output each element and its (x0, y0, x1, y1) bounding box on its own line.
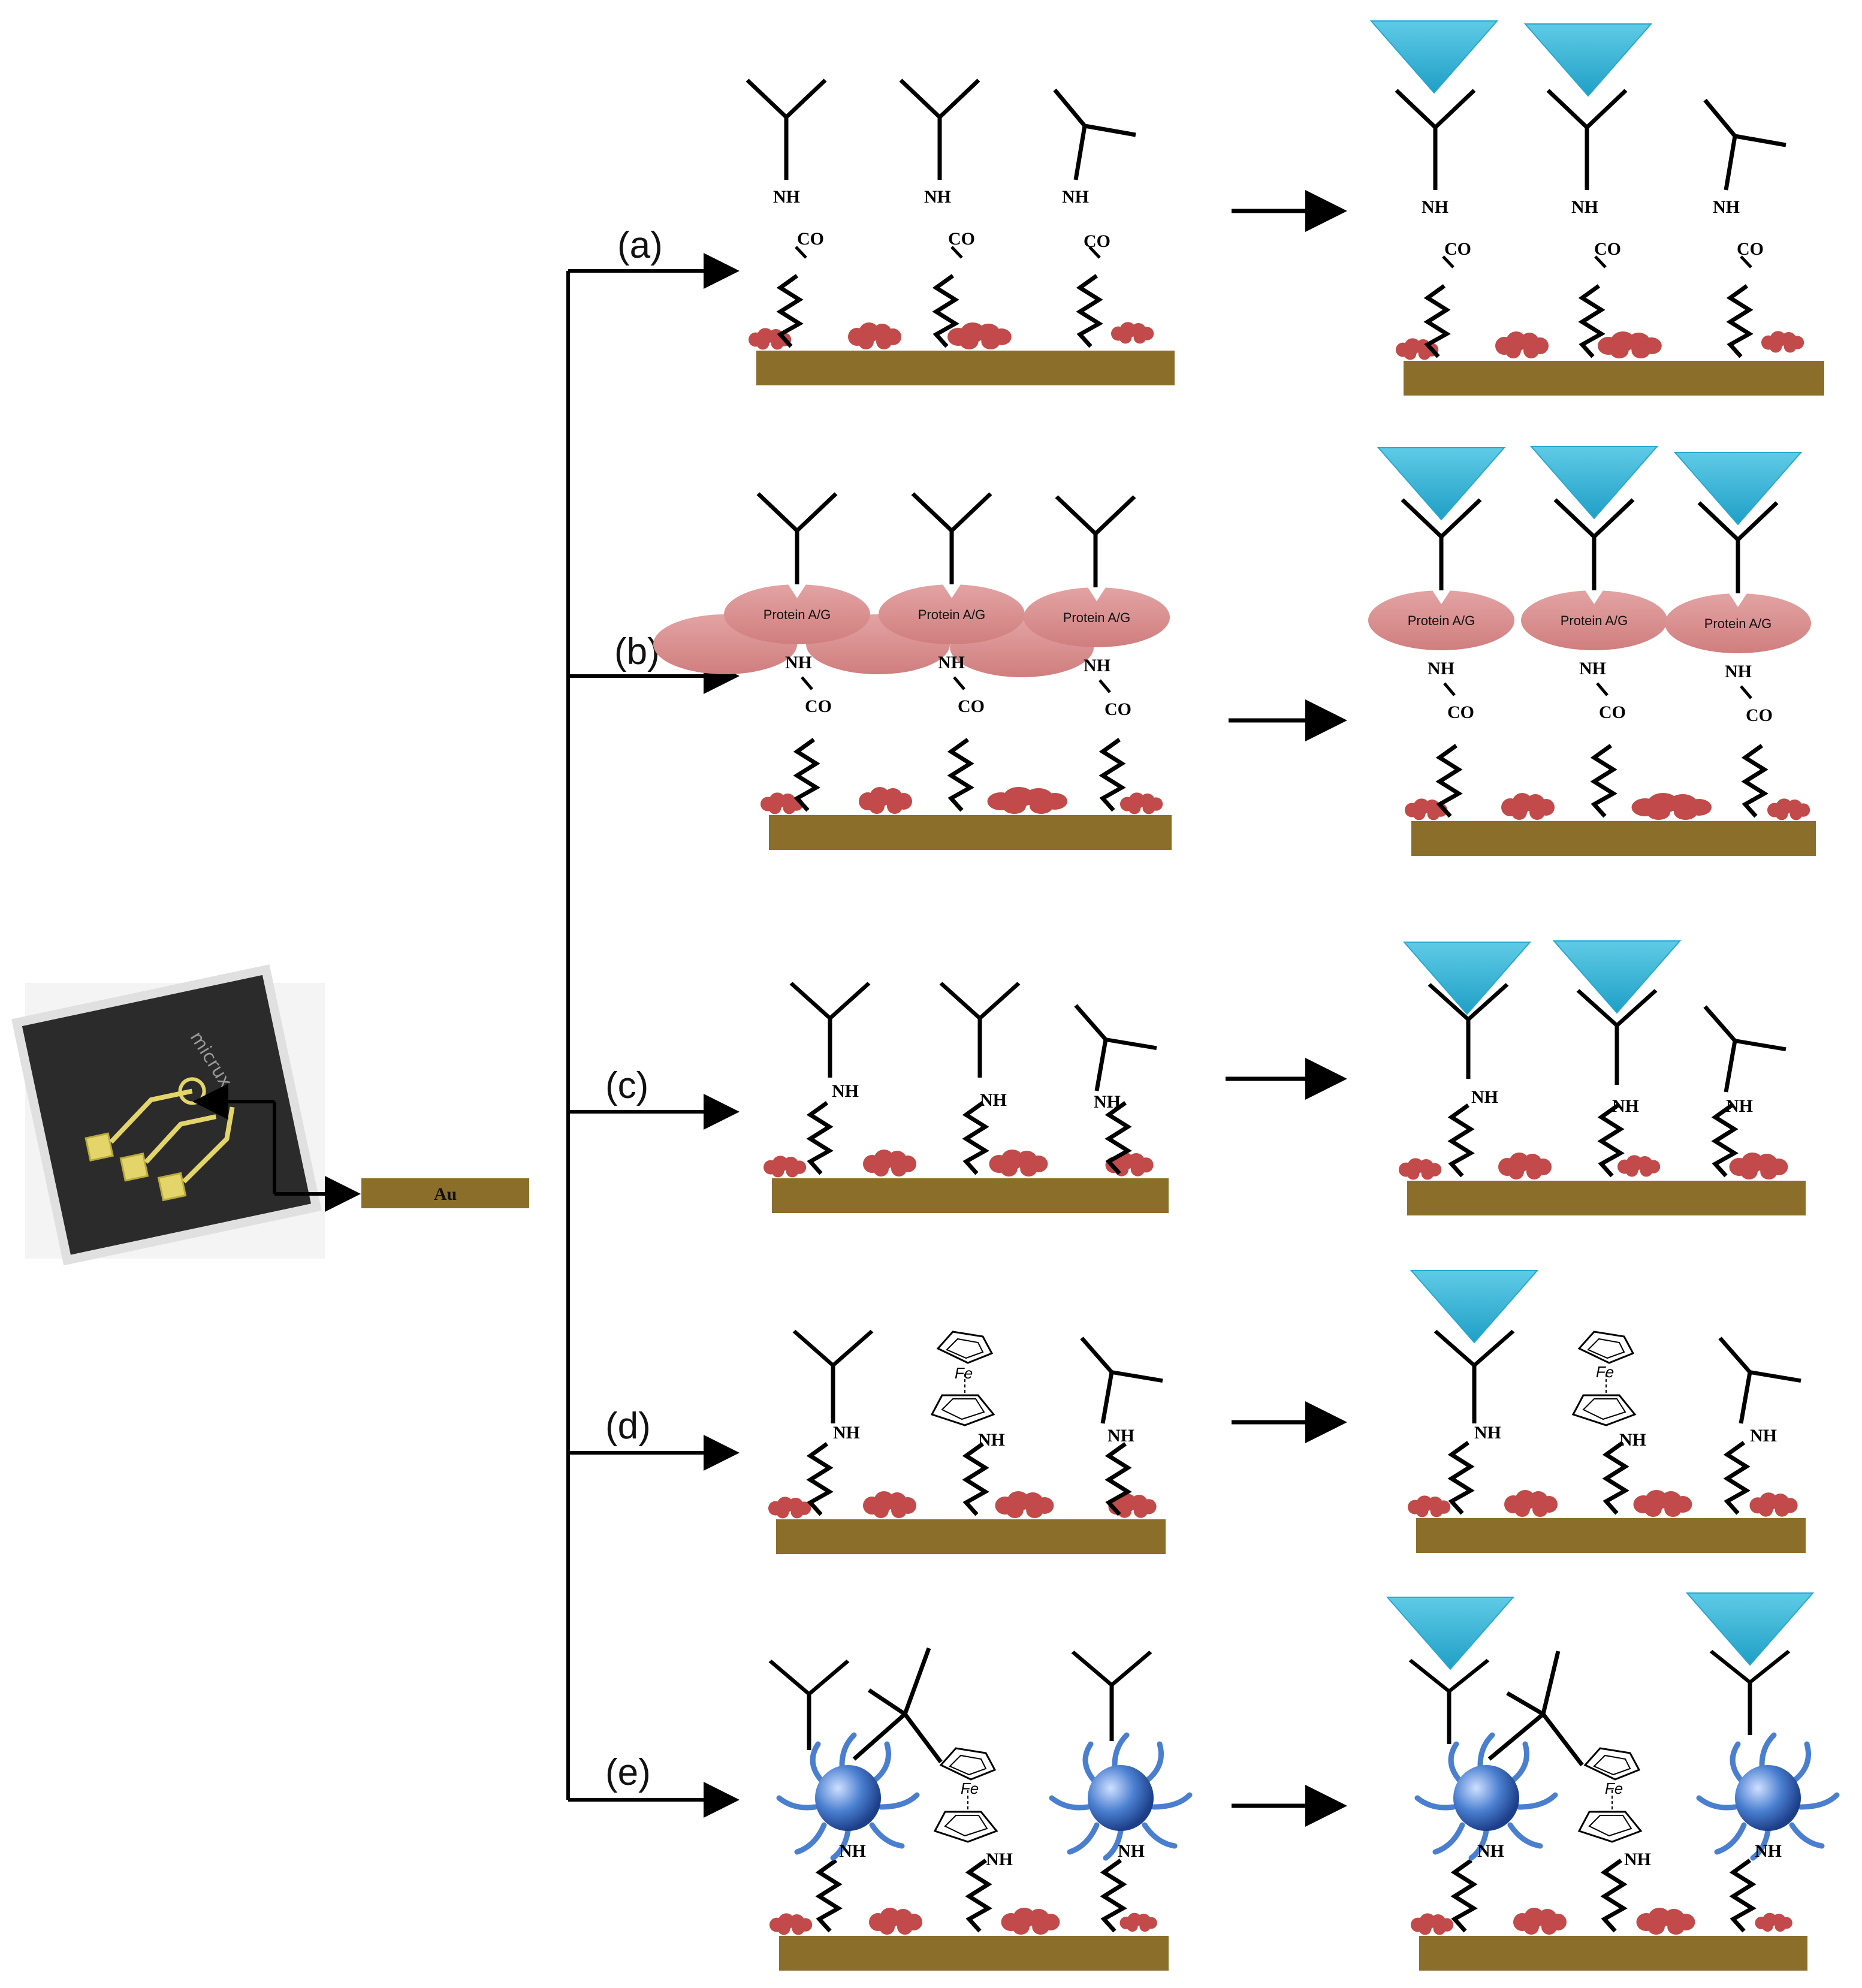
label-a: (a) (617, 225, 663, 266)
label-b: (b) (614, 631, 660, 672)
gold-substrate (769, 815, 1172, 850)
nh-label: NH (1571, 197, 1598, 217)
nh-label: NH (924, 187, 951, 207)
nh-label: NH (1062, 187, 1089, 207)
co-label: CO (797, 229, 824, 249)
gold-substrate (1416, 1518, 1806, 1553)
label-d: (d) (605, 1405, 651, 1447)
nh-label: NH (1755, 1841, 1782, 1861)
branch-bracket (566, 253, 740, 1818)
fe-label: Fe (1596, 1363, 1614, 1381)
nh-label: NH (1713, 197, 1740, 217)
step-arrows (1226, 190, 1347, 1827)
nh-label: NH (1084, 656, 1110, 675)
panel-c-left (763, 984, 1169, 1213)
gold-substrate (756, 351, 1175, 385)
nh-label: NH (1422, 197, 1448, 217)
co-label: CO (1746, 705, 1773, 725)
nh-label: NH (980, 1090, 1007, 1110)
panel-d-left (768, 1331, 1166, 1554)
nh-label: NH (1474, 1423, 1501, 1443)
co-label: CO (1447, 702, 1474, 722)
nh-label: NH (785, 653, 812, 672)
fe-label: Fe (1605, 1779, 1623, 1797)
nh-label: NH (1094, 1092, 1121, 1112)
nh-label: NH (1624, 1850, 1651, 1869)
co-label: CO (805, 696, 832, 716)
gold-substrate (1404, 361, 1824, 396)
panel-e-left (769, 1647, 1190, 1971)
panel-a-left (747, 80, 1175, 385)
nh-label: NH (1725, 662, 1752, 681)
protein-ag-label: Protein A/G (1063, 610, 1131, 625)
nh-label: NH (1726, 1096, 1753, 1116)
label-c: (c) (605, 1065, 648, 1106)
gold-substrate (1419, 1936, 1807, 1971)
nh-label: NH (938, 653, 965, 672)
panel-e-right (1387, 1592, 1837, 1971)
protein-ag-label: Protein A/G (1561, 613, 1628, 628)
co-label: CO (1594, 239, 1621, 259)
gold-substrate (772, 1178, 1169, 1213)
panel-b-left (653, 494, 1172, 850)
fe-label: Fe (955, 1364, 973, 1382)
co-label: CO (1084, 231, 1110, 251)
nh-label: NH (839, 1841, 866, 1861)
gold-substrate (1411, 821, 1816, 856)
gold-substrate (779, 1936, 1169, 1971)
gold-substrate (1407, 1181, 1806, 1215)
nh-label: NH (1471, 1087, 1498, 1107)
nh-label: NH (1118, 1841, 1145, 1861)
co-label: CO (958, 696, 985, 716)
fe-label: Fe (961, 1779, 979, 1797)
gold-substrate (776, 1519, 1166, 1554)
protein-ag-label: Protein A/G (763, 607, 831, 622)
nh-label: NH (773, 187, 800, 207)
co-label: CO (1104, 699, 1131, 719)
au-label: Au (434, 1184, 457, 1204)
nh-label: NH (978, 1430, 1005, 1450)
nh-label: NH (986, 1850, 1013, 1869)
nh-label: NH (1107, 1426, 1134, 1446)
electrode-photo: micrux (11, 964, 325, 1266)
nh-label: NH (833, 1423, 860, 1443)
protein-ag-label: Protein A/G (918, 607, 986, 622)
nh-label: NH (1612, 1096, 1639, 1116)
nh-label: NH (1579, 659, 1606, 678)
nh-label: NH (832, 1081, 859, 1101)
label-e: (e) (605, 1752, 651, 1793)
co-label: CO (948, 229, 975, 249)
panel-c-right (1399, 940, 1806, 1215)
co-label: CO (1737, 239, 1764, 259)
nh-label: NH (1750, 1426, 1777, 1446)
nh-label: NH (1619, 1430, 1646, 1450)
protein-ag-label: Protein A/G (1704, 616, 1772, 631)
au-electrode-bar (361, 1178, 529, 1208)
co-label: CO (1599, 702, 1626, 722)
panel-b-right (1368, 446, 1816, 856)
panel-a-right (1371, 20, 1824, 396)
protein-ag-label: Protein A/G (1408, 613, 1475, 628)
co-label: CO (1444, 239, 1471, 259)
panel-d-right (1408, 1270, 1806, 1553)
nh-label: NH (1477, 1841, 1504, 1861)
nh-label: NH (1428, 659, 1454, 678)
